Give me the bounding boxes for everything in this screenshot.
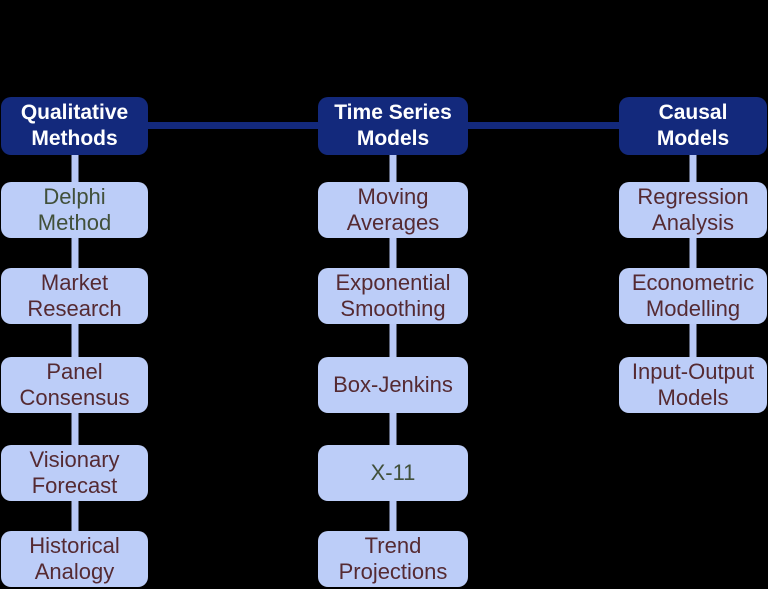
- node-label: Exponential Smoothing: [335, 269, 451, 321]
- node-moving-averages: Moving Averages: [318, 182, 468, 238]
- header-label: Causal Models: [656, 100, 730, 150]
- column-causal-models: Causal Models Regression Analysis Econom…: [619, 97, 767, 413]
- node-regression-analysis: Regression Analysis: [619, 182, 767, 238]
- header-causal-models: Causal Models: [619, 97, 767, 155]
- vertical-connector-causal: [689, 126, 697, 367]
- node-exponential-smoothing: Exponential Smoothing: [318, 268, 468, 324]
- node-delphi-method: Delphi Method: [1, 182, 148, 238]
- node-label: Historical Analogy: [29, 532, 120, 584]
- node-visionary-forecast: Visionary Forecast: [1, 445, 148, 501]
- node-label: Delphi Method: [37, 183, 112, 235]
- node-econometric-modelling: Econometric Modelling: [619, 268, 767, 324]
- node-label: Panel Consensus: [19, 358, 130, 410]
- node-label: Econometric Modelling: [631, 269, 755, 321]
- header-time-series-models: Time Series Models: [318, 97, 468, 155]
- vertical-connector-qualitative: [71, 126, 78, 542]
- column-qualitative-methods: Qualitative Methods Delphi Method Market…: [1, 97, 148, 587]
- node-input-output-models: Input-Output Models: [619, 357, 767, 413]
- node-label: Input-Output Models: [631, 358, 755, 410]
- node-trend-projections: Trend Projections: [318, 531, 468, 587]
- node-panel-consensus: Panel Consensus: [1, 357, 148, 413]
- node-label: Trend Projections: [338, 532, 448, 584]
- node-label: Moving Averages: [346, 183, 440, 235]
- column-time-series-models: Time Series Models Moving Averages Expon…: [318, 97, 468, 587]
- node-label: Box-Jenkins: [333, 371, 453, 397]
- vertical-connector-time-series: [389, 126, 397, 542]
- node-label: Visionary Forecast: [29, 446, 120, 498]
- node-label: Regression Analysis: [637, 183, 749, 235]
- node-box-jenkins: Box-Jenkins: [318, 357, 468, 413]
- header-label: Qualitative Methods: [20, 100, 129, 150]
- header-label: Time Series Models: [334, 100, 452, 150]
- node-market-research: Market Research: [1, 268, 148, 324]
- node-historical-analogy: Historical Analogy: [1, 531, 148, 587]
- node-label: X-11: [370, 459, 416, 485]
- header-qualitative-methods: Qualitative Methods: [1, 97, 148, 155]
- node-x-11: X-11: [318, 445, 468, 501]
- node-label: Market Research: [27, 269, 122, 321]
